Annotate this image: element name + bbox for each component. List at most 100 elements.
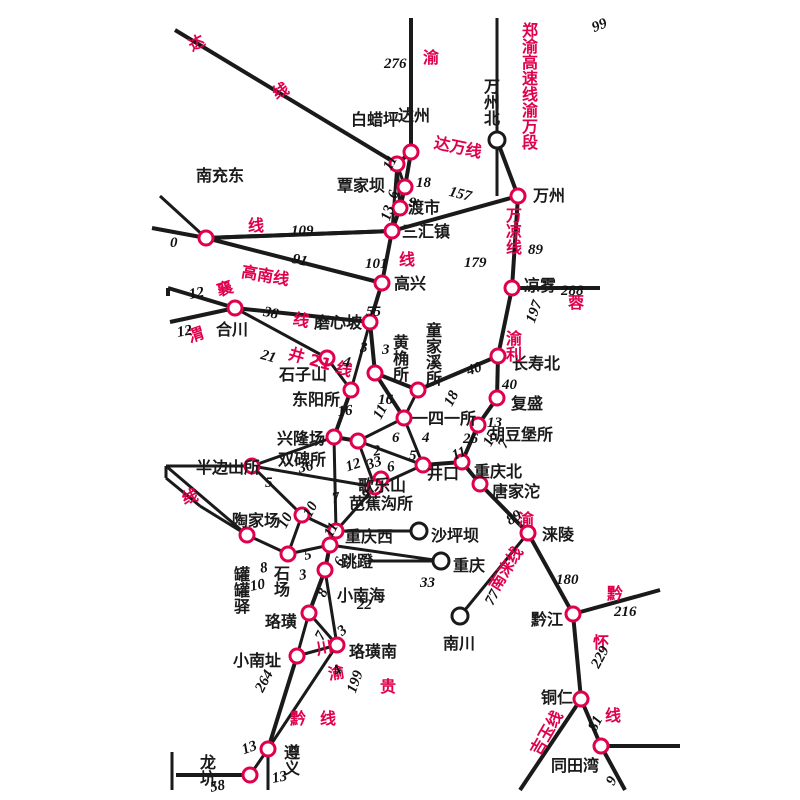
station-node[interactable] — [279, 545, 297, 563]
station-node[interactable] — [241, 766, 259, 784]
station-node[interactable] — [388, 155, 406, 173]
line-label: 蓉 — [565, 294, 584, 310]
station-label[interactable]: 胡豆堡所 — [489, 425, 554, 444]
station-node[interactable] — [383, 222, 401, 240]
station-label[interactable]: 三汇镇 — [402, 222, 451, 241]
station-node[interactable] — [487, 130, 507, 150]
station-label[interactable]: 石子山 — [279, 365, 328, 384]
station-label[interactable]: 达州 — [398, 106, 431, 125]
station-node[interactable] — [316, 561, 334, 579]
station-label[interactable]: 龙坑 — [197, 754, 216, 786]
station-node[interactable] — [243, 457, 261, 475]
edge-stub-nanchongdong-nw — [158, 194, 208, 240]
station-node[interactable] — [572, 690, 590, 708]
station-label[interactable]: 小南海 — [337, 586, 386, 605]
station-node[interactable] — [226, 299, 244, 317]
station-label[interactable]: 井口 — [427, 464, 460, 483]
station-node[interactable] — [327, 522, 345, 540]
station-label[interactable]: 万州 — [533, 186, 566, 205]
station-node[interactable] — [414, 456, 432, 474]
station-node[interactable] — [259, 740, 277, 758]
station-label[interactable]: 童家溪所 — [423, 322, 442, 386]
station-label[interactable]: 重庆西 — [345, 527, 394, 546]
station-node[interactable] — [366, 478, 384, 496]
station-label[interactable]: 歌乐山 — [358, 476, 407, 495]
station-node[interactable] — [325, 428, 343, 446]
station-label[interactable]: 白蜡坪 — [351, 110, 400, 129]
station-node[interactable] — [238, 526, 256, 544]
station-node[interactable] — [488, 389, 506, 407]
station-node[interactable] — [361, 313, 379, 331]
station-node[interactable] — [318, 349, 336, 367]
station-label[interactable]: 东阳所 — [292, 390, 341, 409]
station-node[interactable] — [321, 536, 339, 554]
station-node[interactable] — [395, 409, 413, 427]
station-label[interactable]: 重庆北 — [474, 462, 523, 481]
station-label[interactable]: 合川 — [216, 320, 249, 339]
station-node[interactable] — [564, 605, 582, 623]
station-node[interactable] — [409, 521, 429, 541]
station-label[interactable]: 珞璜南 — [349, 642, 398, 661]
station-node[interactable] — [373, 274, 391, 292]
station-label[interactable]: 覃家坝 — [337, 176, 386, 195]
station-node[interactable] — [450, 606, 470, 626]
station-node[interactable] — [409, 381, 427, 399]
station-label[interactable]: 铜仁 — [541, 688, 574, 707]
edge-stub-qianjiang-e — [572, 588, 661, 616]
station-label[interactable]: 长寿北 — [512, 354, 561, 373]
distance-label: 16 — [378, 392, 393, 408]
station-node[interactable] — [469, 416, 487, 434]
station-label[interactable]: 重庆 — [453, 556, 486, 575]
station-node[interactable] — [293, 506, 311, 524]
station-node[interactable] — [288, 647, 306, 665]
station-node[interactable] — [197, 229, 215, 247]
edge-stub-dazhou-nw — [173, 28, 399, 166]
station-label[interactable]: 凉雾 — [524, 276, 557, 295]
station-node[interactable] — [453, 453, 471, 471]
station-node[interactable] — [396, 178, 414, 196]
station-label[interactable]: 黔江 — [531, 610, 564, 629]
station-label[interactable]: 一四一所 — [412, 409, 477, 428]
edge-guanguanyi-banbian — [165, 464, 248, 537]
station-node[interactable] — [366, 364, 384, 382]
station-label[interactable]: 跳蹬 — [341, 552, 374, 571]
station-label[interactable]: 高兴 — [394, 274, 427, 293]
station-label[interactable]: 半边山所 — [196, 458, 261, 477]
station-label[interactable]: 遵义 — [281, 744, 300, 776]
station-node[interactable] — [519, 524, 537, 542]
station-label[interactable]: 磨心坡 — [314, 313, 363, 332]
station-node[interactable] — [509, 187, 527, 205]
station-label[interactable]: 渡市 — [408, 198, 441, 217]
station-node[interactable] — [489, 347, 507, 365]
station-node[interactable] — [592, 737, 610, 755]
station-node[interactable] — [300, 604, 318, 622]
station-label[interactable]: 双碑所 — [278, 450, 327, 469]
station-label[interactable]: 沙坪坝 — [431, 526, 480, 545]
line-label: 线 — [399, 250, 416, 269]
station-label[interactable]: 南川 — [443, 634, 476, 653]
station-label[interactable]: 兴隆场 — [277, 429, 326, 448]
station-label[interactable]: 唐家沱 — [492, 482, 541, 501]
station-label[interactable]: 南充东 — [196, 166, 245, 185]
station-node[interactable] — [431, 551, 451, 571]
station-label[interactable]: 芭蕉沟所 — [349, 494, 414, 513]
station-node[interactable] — [402, 143, 420, 161]
station-label[interactable]: 陶家场 — [232, 511, 281, 530]
station-node[interactable] — [349, 432, 367, 450]
station-label[interactable]: 珞璜 — [265, 612, 298, 631]
station-node[interactable] — [503, 279, 521, 297]
station-label[interactable]: 石场 — [271, 565, 290, 597]
station-node[interactable] — [342, 381, 360, 399]
station-label[interactable]: 小南址 — [233, 651, 282, 670]
station-label[interactable]: 罐罐驿 — [231, 566, 250, 614]
station-label[interactable]: 同田湾 — [551, 756, 600, 775]
station-node[interactable] — [391, 199, 409, 217]
station-node[interactable] — [328, 636, 346, 654]
station-label[interactable]: 万州北 — [481, 78, 500, 126]
station-label[interactable]: 复盛 — [511, 394, 544, 413]
station-node[interactable] — [471, 475, 489, 493]
rail-stations[interactable] — [197, 130, 610, 784]
station-label[interactable]: 黄桷所 — [390, 334, 409, 382]
station-label[interactable]: 涞陵 — [542, 525, 575, 544]
